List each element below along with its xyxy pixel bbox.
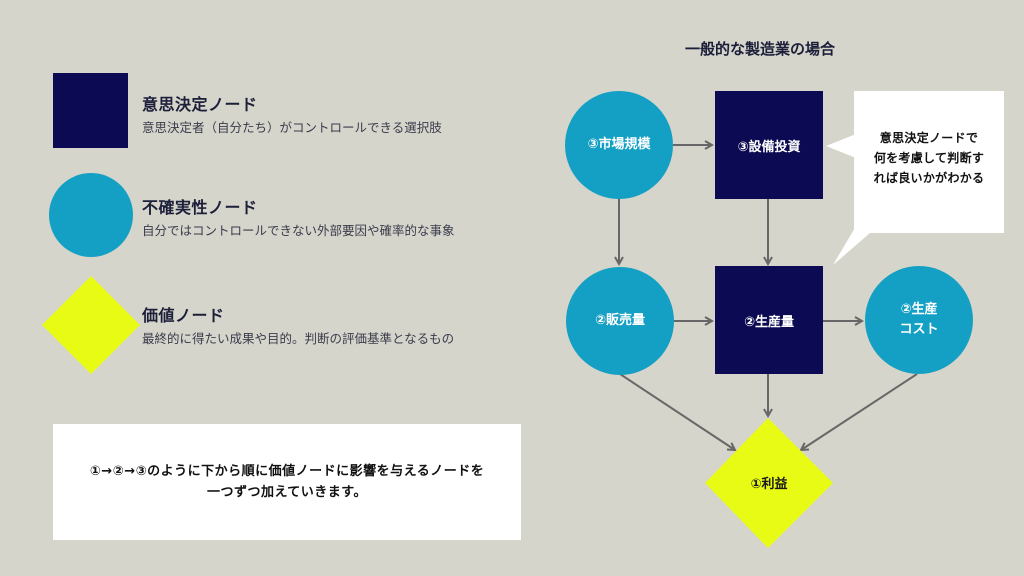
- explanation-note: ①→②→③のように下から順に価値ノードに影響を与えるノードを 一つずつ加えていき…: [53, 424, 521, 540]
- note-line-1: ①→②→③のように下から順に価値ノードに影響を与えるノードを: [89, 464, 485, 479]
- node-sales-volume: ②販売量: [566, 267, 674, 375]
- callout-text: 意思決定ノードで 何を考慮して判断す れば良いかがわかる: [856, 128, 1002, 188]
- legend-value-description: 最終的に得たい成果や目的。判断の評価基準となるもの: [142, 331, 455, 346]
- legend-uncertainty-circle: [49, 173, 133, 257]
- node-profit-label: ①利益: [750, 477, 788, 492]
- node-capex: ③設備投資: [715, 91, 823, 199]
- legend-value-title: 価値ノード: [142, 306, 225, 325]
- legend-decision-title: 意思決定ノード: [142, 95, 258, 114]
- edge-sales-to-profit: [619, 373, 735, 450]
- callout-line-2: 何を考慮して判断す: [873, 151, 985, 165]
- node-capex-label: ③設備投資: [737, 139, 801, 155]
- edge-cost-to-profit: [801, 373, 918, 450]
- node-market-size: ③市場規模: [565, 91, 673, 199]
- legend-uncertainty-description: 自分ではコントロールできない外部要因や確率的な事象: [142, 223, 455, 238]
- callout-line-1: 意思決定ノードで: [879, 131, 979, 145]
- node-production-cost-label-2: コスト: [899, 322, 939, 337]
- legend-decision-square: [53, 73, 128, 148]
- diagram-title: 一般的な製造業の場合: [684, 40, 835, 58]
- node-production-volume-label: ②生産量: [743, 314, 794, 330]
- node-sales-volume-label: ②販売量: [594, 313, 645, 328]
- callout-line-3: れば良いかがわかる: [873, 171, 985, 185]
- legend-decision-description: 意思決定者（自分たち）がコントロールできる選択肢: [142, 120, 442, 135]
- node-profit-diamond: [705, 418, 833, 548]
- note-line-2: 一つずつ加えていきます。: [206, 485, 368, 500]
- node-market-size-label: ③市場規模: [587, 137, 651, 152]
- legend-value-diamond: [42, 276, 140, 374]
- legend-uncertainty-title: 不確実性ノード: [142, 198, 258, 217]
- callout-bubble: [826, 91, 1004, 265]
- node-production-cost: ②生産 コスト: [865, 266, 973, 374]
- node-production-volume: ②生産量: [715, 266, 823, 374]
- node-production-cost-label-1: ②生産: [900, 302, 938, 317]
